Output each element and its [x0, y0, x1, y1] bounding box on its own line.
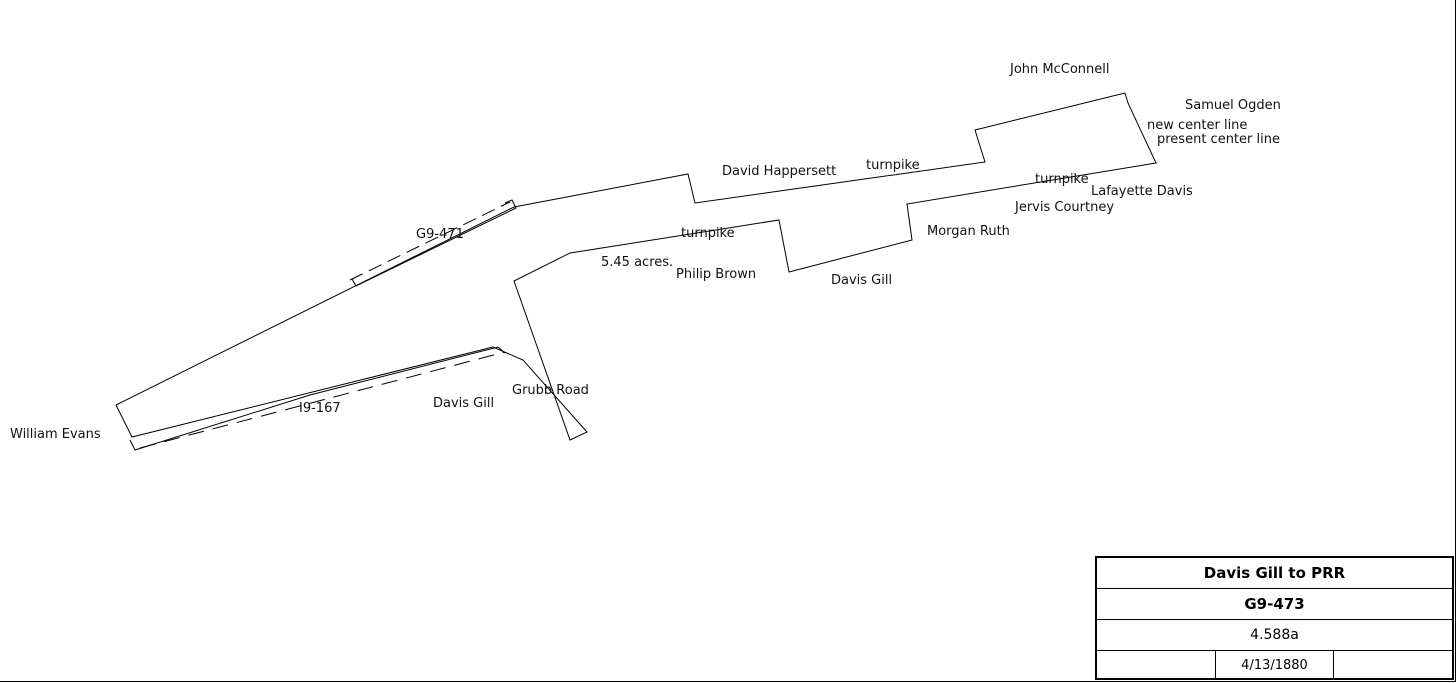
- label-philip-brown: Philip Brown: [676, 267, 756, 282]
- title-block-date-left-cell: [1097, 651, 1215, 680]
- title-block-date: 4/13/1880: [1214, 651, 1335, 680]
- label-g9-471: G9-471: [416, 227, 464, 242]
- label-i9-167: I9-167: [299, 401, 341, 416]
- title-block-deed-id: G9-473: [1097, 589, 1452, 620]
- label-jervis-courtney: Jervis Courtney: [1014, 200, 1114, 215]
- label-grubb-road: Grubb Road: [512, 383, 589, 398]
- label-acres: 5.45 acres.: [601, 255, 673, 270]
- label-turnpike-top: turnpike: [866, 158, 920, 173]
- title-block-date-row: 4/13/1880: [1097, 651, 1452, 680]
- title-block-title: Davis Gill to PRR: [1097, 558, 1452, 589]
- label-new-center-line: new center line: [1147, 118, 1247, 133]
- label-william-evans: William Evans: [10, 427, 101, 442]
- label-david-happersett: David Happersett: [722, 164, 836, 179]
- i9-167-dashed-line: [139, 351, 506, 449]
- label-turnpike-right: turnpike: [1035, 172, 1089, 187]
- label-davis-gill-right: Davis Gill: [831, 273, 892, 288]
- upper-boundary-line: [115, 92, 1126, 406]
- label-john-mcconnell: John McConnell: [1009, 62, 1110, 77]
- title-block: Davis Gill to PRR G9-473 4.588a 4/13/188…: [1095, 556, 1454, 680]
- lower-boundary-line: [129, 346, 506, 451]
- title-block-area: 4.588a: [1097, 620, 1452, 651]
- g9-471-dashed-line: [349, 201, 511, 281]
- label-present-center-line: present center line: [1157, 132, 1280, 147]
- title-block-date-right-cell: [1334, 651, 1452, 680]
- label-morgan-ruth: Morgan Ruth: [927, 224, 1010, 239]
- label-samuel-ogden: Samuel Ogden: [1185, 98, 1281, 113]
- g9-471-tab: [351, 199, 517, 287]
- label-lafayette-davis: Lafayette Davis: [1091, 184, 1193, 199]
- label-davis-gill-left: Davis Gill: [433, 396, 494, 411]
- label-turnpike-mid: turnpike: [681, 226, 735, 241]
